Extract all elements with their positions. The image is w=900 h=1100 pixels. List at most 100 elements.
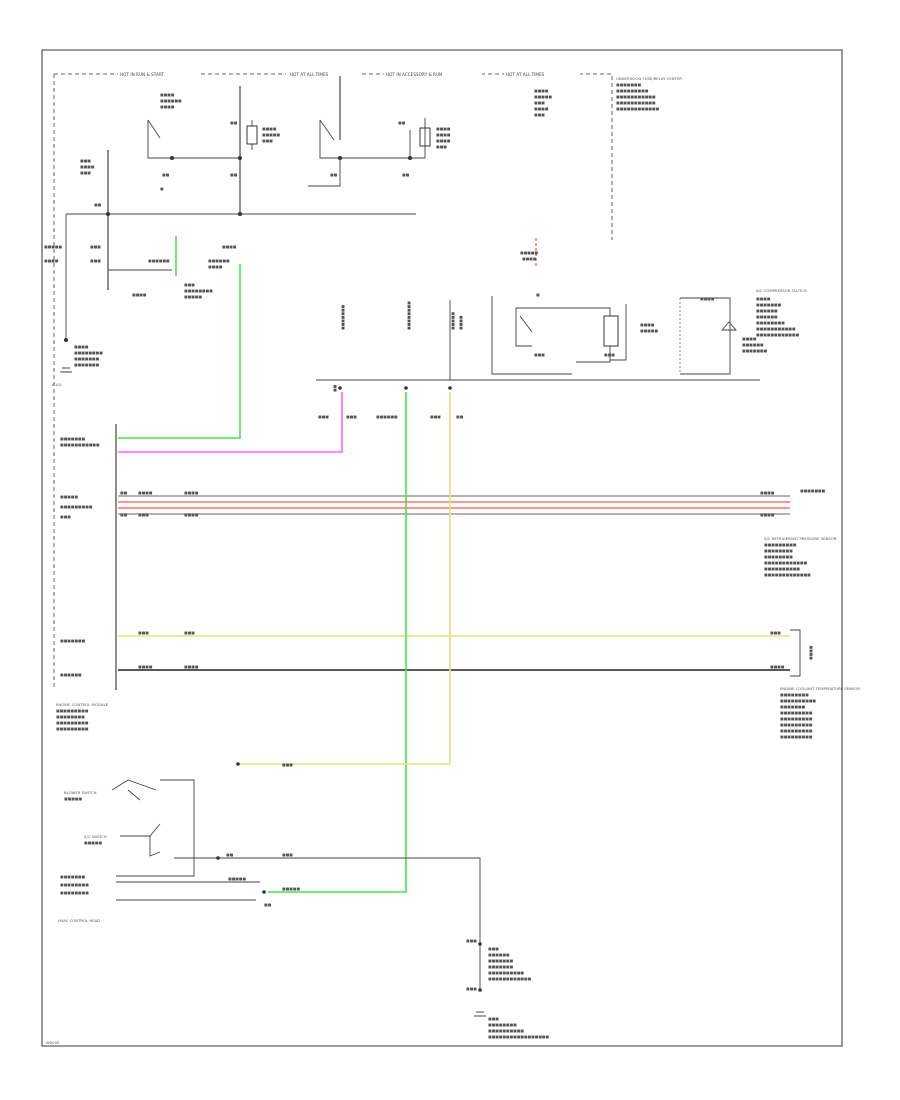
- diagram-frame: [41, 49, 843, 1047]
- svg-text:■■■: ■■■: [318, 414, 329, 419]
- label-underhood-fuse-5: ■■■■■■■■■■■: [616, 100, 656, 105]
- label-ac-compressor: A/C COMPRESSOR CLUTCH: [756, 288, 807, 293]
- svg-text:■■■: ■■■: [138, 630, 149, 635]
- svg-text:■■■■■: ■■■■■: [184, 294, 202, 299]
- svg-text:■■: ■■: [230, 172, 238, 177]
- svg-text:■■■■■■■■■■: ■■■■■■■■■■: [488, 1028, 524, 1033]
- svg-text:■■■■■■: ■■■■■■: [756, 308, 778, 313]
- svg-text:■■■■■■: ■■■■■■: [60, 672, 82, 677]
- svg-text:■■■■: ■■■■: [436, 138, 451, 143]
- label-hvac-control-head: HVAC CONTROL HEAD: [58, 918, 100, 923]
- svg-text:■■■■■■: ■■■■■■: [148, 258, 170, 263]
- svg-text:■■■■: ■■■■: [222, 244, 237, 249]
- svg-text:■■■■■: ■■■■■: [84, 840, 102, 845]
- svg-text:■■■■■■■■■■■■■■■■■: ■■■■■■■■■■■■■■■■■: [488, 1034, 549, 1039]
- svg-text:■■■■: ■■■■: [808, 645, 813, 660]
- red-connector-mark: ■■■■■ ■■■■: [520, 238, 538, 266]
- label-coolant-sensor: ENGINE COOLANT TEMPERATURE SENSOR: [780, 686, 860, 691]
- svg-text:■■■■■■■■■: ■■■■■■■■■: [56, 708, 89, 713]
- svg-text:■■: ■■: [230, 120, 238, 125]
- svg-text:■■■■■■: ■■■■■■: [376, 414, 398, 419]
- ground-g101-dot: [64, 338, 68, 342]
- svg-text:■■■■: ■■■■: [534, 106, 549, 111]
- svg-text:■■■■■■■: ■■■■■■■: [60, 874, 86, 879]
- svg-text:■■■■: ■■■■: [132, 292, 147, 297]
- wire-green-fuse-ecm: [118, 236, 241, 439]
- svg-text:■■■: ■■■: [282, 762, 293, 767]
- svg-text:■■■■: ■■■■: [74, 344, 89, 349]
- ac-relay-section: ■■■■ ■■■■■ ■ ■■■ ■■■ ■■■■ ■■■■■■ ■■■■■■■…: [491, 288, 807, 375]
- svg-text:■■■■■■■■■■: ■■■■■■■■■■: [488, 970, 524, 975]
- svg-text:■■■■■■■■■: ■■■■■■■■■: [56, 720, 89, 725]
- svg-text:■■■■■■■■: ■■■■■■■■: [60, 882, 89, 887]
- svg-text:■■■■■■: ■■■■■■: [160, 98, 182, 103]
- footer-code: W0000: [46, 1040, 60, 1045]
- svg-text:■■■■: ■■■■: [760, 490, 775, 495]
- wire-yellow-vertical: [238, 392, 451, 765]
- svg-text:■■■■: ■■■■: [44, 258, 59, 263]
- svg-text:■■■■■■■■: ■■■■■■■■: [74, 350, 103, 355]
- svg-text:■■■: ■■■: [436, 144, 447, 149]
- svg-text:■■■■: ■■■■: [522, 256, 537, 261]
- left-fuse-column: ■■■ ■■■■ ■■■ ■■ ■■■■■ ■■■■ ■■■ ■■■ ■■■■ …: [44, 150, 416, 387]
- fuse-relay-group-left: ■■■■ ■■■■■■ ■■■■ ■■■■ ■■■■■ ■■■ ■■ ■■ ■■…: [147, 76, 341, 214]
- label-hot-all-times-1: HOT AT ALL TIMES: [290, 72, 329, 77]
- power-source-bus: HOT IN RUN & START HOT AT ALL TIMES HOT …: [53, 70, 682, 640]
- svg-text:■■■: ■■■: [604, 352, 615, 357]
- svg-text:■■■■: ■■■■: [184, 490, 199, 495]
- svg-text:■■■■■: ■■■■■: [262, 132, 280, 137]
- label-blower-switch: BLOWER SWITCH: [64, 790, 97, 795]
- svg-text:■■: ■■: [120, 512, 128, 517]
- fuse-relay-group-middle: ■■■■ ■■■■ ■■■■ ■■■ ■■ ■■ ■■: [308, 118, 451, 187]
- svg-text:■■■: ■■■: [466, 986, 477, 991]
- svg-text:■■■■■■■■■■: ■■■■■■■■■■: [764, 566, 800, 571]
- svg-text:■■■: ■■■: [430, 414, 441, 419]
- svg-text:■■■■■■■: ■■■■■■■: [60, 638, 86, 643]
- svg-text:■■■■■■■■■■■: ■■■■■■■■■■■: [756, 326, 796, 331]
- label-underhood-fuse: UNDERHOOD FUSE/RELAY CENTER: [616, 76, 682, 81]
- svg-text:■■■■: ■■■■: [770, 664, 785, 669]
- fuse-right-column: ■■■■ ■■■■■ ■■■ ■■■■ ■■■: [534, 88, 552, 117]
- label-ac-switch: A/C SWITCH: [84, 834, 107, 839]
- svg-text:■■■■: ■■■■: [640, 322, 655, 327]
- svg-text:■■: ■■: [264, 902, 272, 907]
- svg-text:■■■: ■■■: [184, 630, 195, 635]
- svg-text:■■■: ■■■: [466, 938, 477, 943]
- svg-text:■■■: ■■■: [488, 946, 499, 951]
- svg-text:■■■■■■■: ■■■■■■■: [74, 362, 100, 367]
- label-hot-accessory-run: HOT IN ACCESSORY & RUN: [386, 72, 442, 77]
- svg-text:■■■: ■■■: [282, 852, 293, 857]
- svg-text:■■■■: ■■■■: [756, 296, 771, 301]
- svg-text:■■■■: ■■■■: [184, 512, 199, 517]
- svg-text:■■■■: ■■■■: [534, 88, 549, 93]
- svg-text:■■■: ■■■: [184, 282, 195, 287]
- label-hot-run-start: HOT IN RUN & START: [120, 72, 164, 77]
- label-ground-g101: G101: [52, 382, 63, 387]
- svg-text:■■: ■■: [398, 120, 406, 125]
- svg-text:■■■■: ■■■■: [436, 126, 451, 131]
- svg-text:■■■■: ■■■■: [138, 490, 153, 495]
- svg-text:■■■■■■■: ■■■■■■■: [800, 488, 826, 493]
- svg-text:■■■■■■■■: ■■■■■■■■: [488, 1022, 517, 1027]
- label-ecm: ENGINE CONTROL MODULE: [56, 702, 109, 707]
- svg-text:■■■■■■■■: ■■■■■■■■: [406, 301, 411, 330]
- splice-connector-bar: ■■ ■■■■■■■ ■■■■■■■■ ■■■■■ ■■■■ ■■■ ■■■ ■…: [316, 300, 760, 419]
- svg-text:■■■■: ■■■■: [700, 296, 715, 301]
- svg-text:■■■■■■■: ■■■■■■■: [60, 436, 86, 441]
- svg-text:■■■■: ■■■■: [742, 336, 757, 341]
- svg-text:■■■■■■■: ■■■■■■■: [488, 964, 514, 969]
- svg-text:■■■: ■■■: [488, 1016, 499, 1021]
- hvac-control-head: BLOWER SWITCH ■■■■■ A/C SWITCH ■■■■■ ■■■…: [58, 762, 481, 990]
- svg-text:■■■■■■■■: ■■■■■■■■: [764, 554, 793, 559]
- bottom-ground-section: ■■■ ■■■ ■■■ ■■■■■■ ■■■■■■■ ■■■■■■■ ■■■■■…: [466, 938, 549, 1039]
- svg-text:■■: ■■: [402, 172, 410, 177]
- svg-text:■■■: ■■■: [80, 170, 91, 175]
- svg-text:■■■■■: ■■■■■: [282, 886, 300, 891]
- svg-text:■■■■: ■■■■: [160, 92, 175, 97]
- svg-text:■■■: ■■■: [346, 414, 357, 419]
- svg-text:■■■■■■■■■: ■■■■■■■■■: [780, 728, 813, 733]
- svg-text:■■■■■■■■■■: ■■■■■■■■■■: [780, 698, 816, 703]
- svg-text:■: ■: [160, 186, 164, 191]
- svg-text:■■■: ■■■: [534, 112, 545, 117]
